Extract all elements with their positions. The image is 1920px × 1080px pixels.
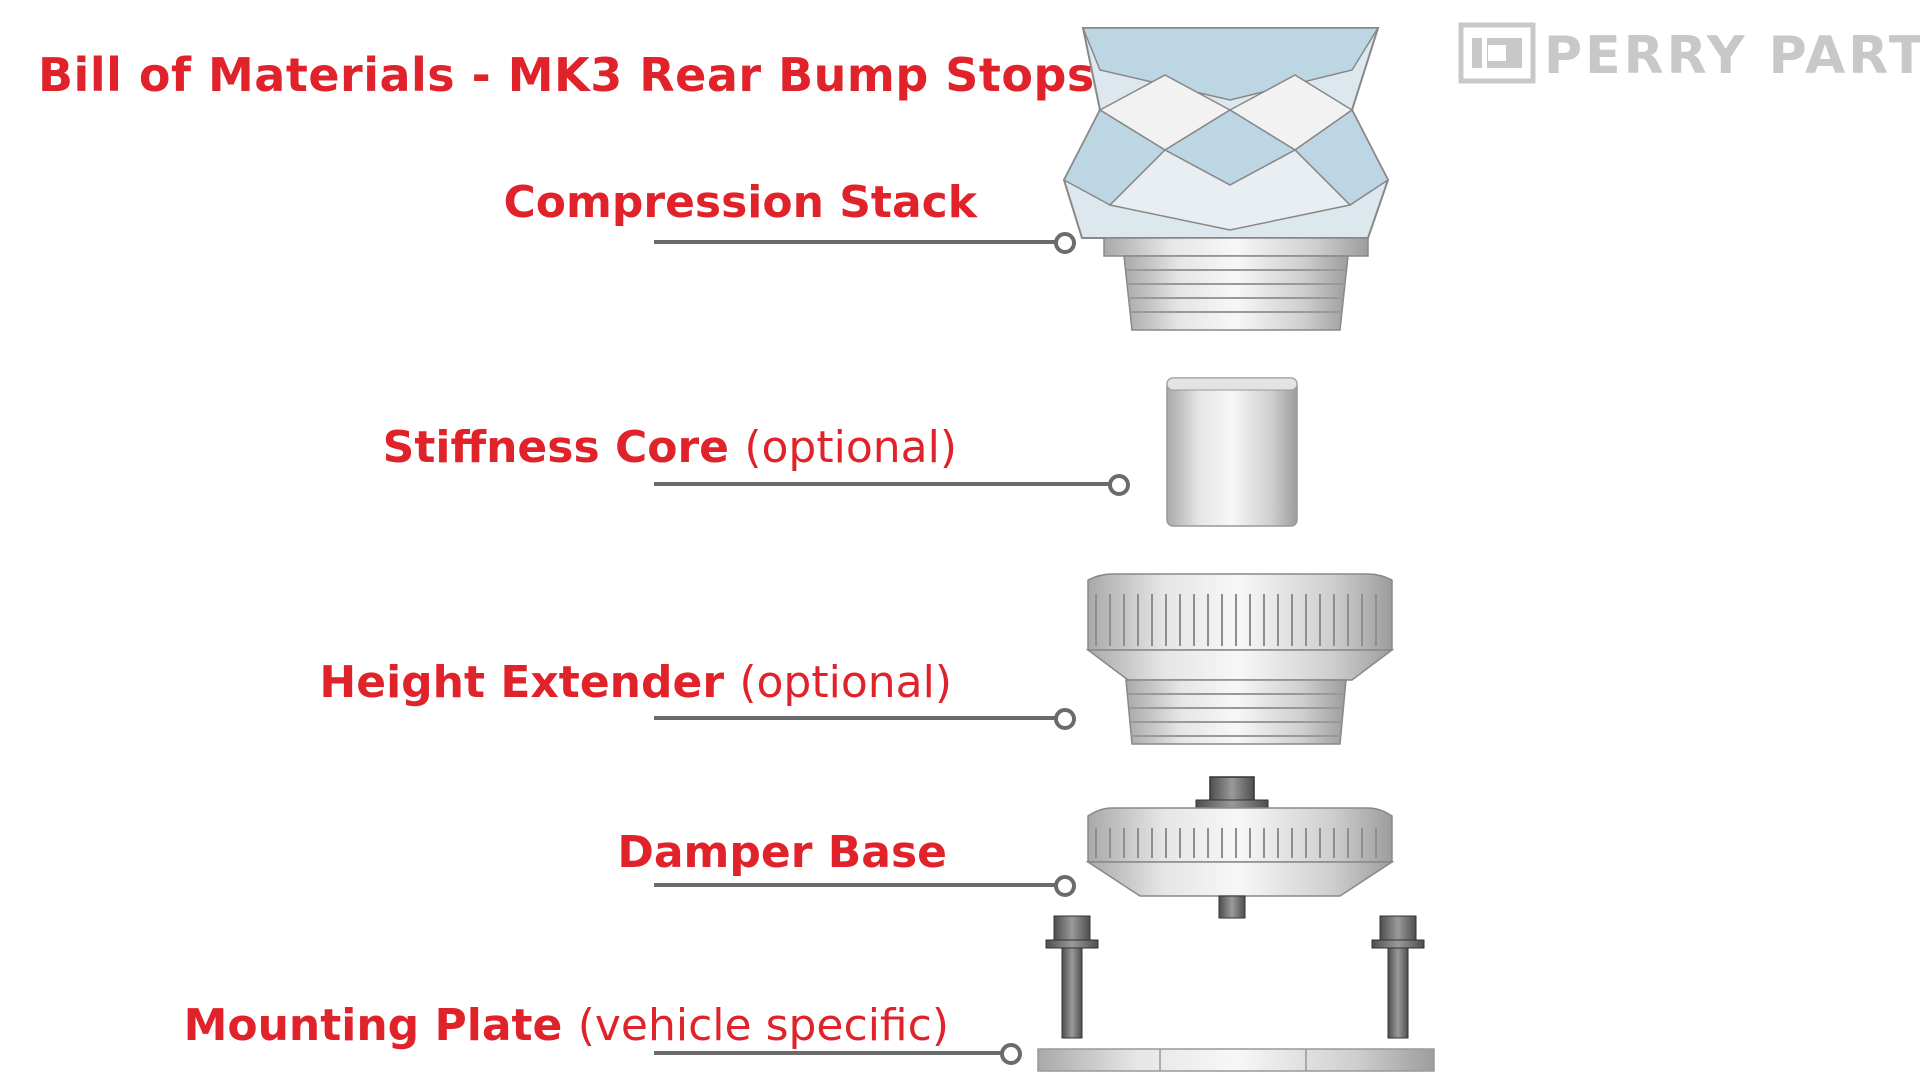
leader-line (654, 482, 1110, 486)
brand-logo: PERRY PARTS (1458, 22, 1920, 86)
component-name: Damper Base (617, 827, 947, 878)
leader-line (654, 883, 1056, 887)
label-compression-stack: Compression Stack (504, 177, 978, 228)
component-qualifier: (optional) (739, 657, 952, 708)
component-name: Height Extender (319, 657, 725, 708)
leader-line (654, 716, 1056, 720)
component-qualifier: (optional) (744, 422, 957, 473)
leader-endpoint (1000, 1043, 1022, 1065)
bolt (1371, 915, 1425, 1039)
damper-base-part (1085, 776, 1395, 919)
leader-endpoint (1054, 232, 1076, 254)
leader-endpoint (1054, 875, 1076, 897)
leader-line (654, 240, 1056, 244)
brand-name: PERRY PARTS (1544, 26, 1920, 86)
leader-line (654, 1051, 1002, 1055)
leader-endpoint (1054, 708, 1076, 730)
diagram-title: Bill of Materials - MK3 Rear Bump Stops (38, 48, 1095, 102)
height-extender-part (1085, 573, 1395, 745)
component-qualifier: (vehicle specific) (577, 1000, 949, 1051)
perry-parts-logo-icon (1458, 22, 1536, 84)
stiffness-core-part (1166, 377, 1298, 527)
compression-stack-part (1062, 27, 1390, 331)
bolt (1045, 915, 1099, 1039)
label-damper-base: Damper Base (617, 827, 947, 878)
label-height-extender: Height Extender (optional) (319, 657, 952, 708)
label-stiffness-core: Stiffness Core (optional) (383, 422, 957, 473)
leader-endpoint (1108, 474, 1130, 496)
component-name: Stiffness Core (382, 422, 730, 473)
component-name: Mounting Plate (183, 1000, 563, 1051)
component-name: Compression Stack (503, 177, 978, 228)
mounting-plate-part (1037, 915, 1435, 1072)
label-mounting-plate: Mounting Plate (vehicle specific) (184, 1000, 949, 1051)
